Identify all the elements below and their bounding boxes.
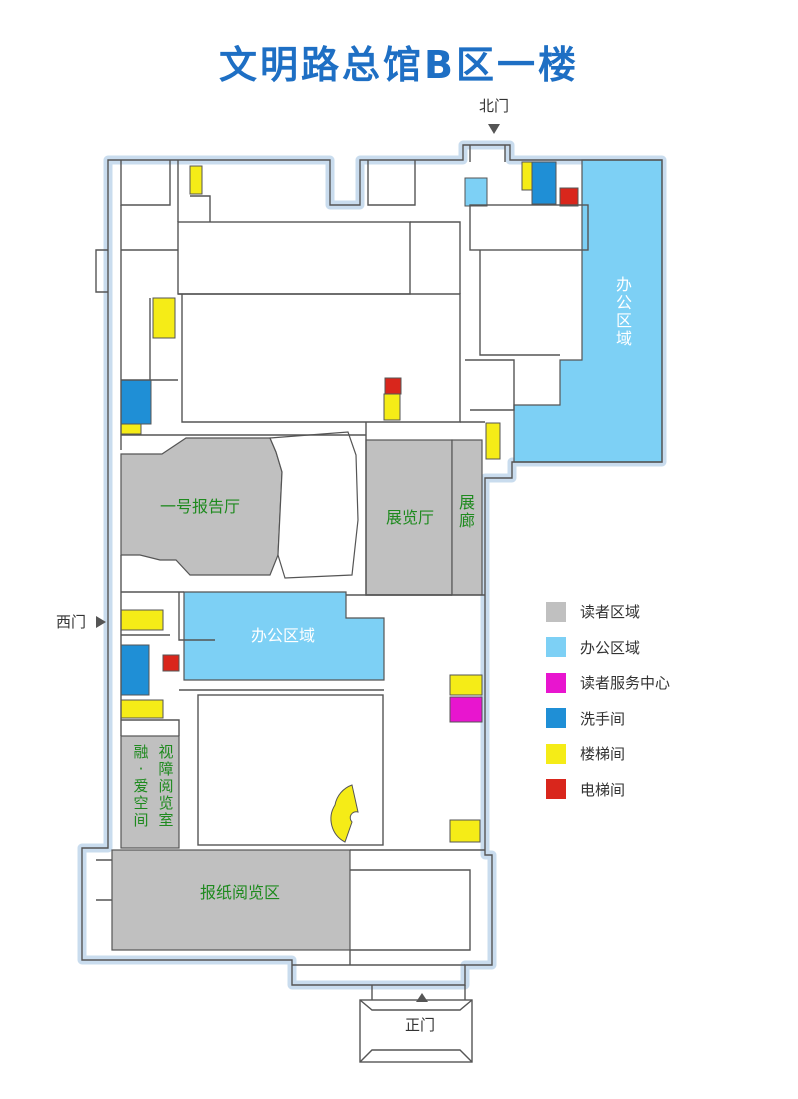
auditorium-area (120, 437, 283, 576)
reading-room-area (120, 735, 180, 849)
restroom-left-lower (120, 644, 150, 696)
gallery-area (451, 439, 483, 596)
west-entrance-arrow (96, 616, 106, 628)
newspaper-area (111, 849, 351, 951)
spiral-stair (330, 784, 359, 843)
legend-swatch (546, 708, 566, 729)
stairs-3 (152, 297, 176, 339)
legend-swatch (546, 601, 566, 622)
exhibition-hall-label: 展览厅 (386, 508, 434, 527)
stairs-6 (120, 609, 164, 631)
elevator-3 (162, 654, 180, 672)
restroom-left-upper (120, 379, 152, 425)
exhibition-hall-area (365, 439, 453, 596)
legend-item: 读者服务中心 (546, 665, 670, 701)
stairs-5 (485, 422, 501, 460)
legend-label: 办公区域 (580, 638, 641, 657)
legend-swatch (546, 743, 566, 764)
stairs-2 (521, 161, 533, 191)
legend-item: 办公区域 (546, 630, 670, 666)
legend-swatch (546, 637, 566, 658)
gallery-label: 展廊 (459, 493, 475, 530)
legend-label: 读者区域 (580, 603, 641, 622)
fusion-space-label: 融·爱空间 (133, 743, 148, 829)
legend-swatch (546, 779, 566, 800)
legend-item: 楼梯间 (546, 736, 670, 772)
visual-reading-room-label: 视障阅览室 (158, 743, 173, 829)
north-entrance-arrow (488, 124, 500, 134)
elevator-2 (384, 377, 402, 395)
room-fills (111, 159, 663, 951)
legend-label: 读者服务中心 (580, 674, 671, 693)
restroom-top-right (531, 161, 557, 205)
page-title: 文明路总馆B区一楼 (219, 43, 579, 87)
stairs-9 (449, 819, 481, 843)
restroom-top-right-2 (464, 177, 488, 207)
stairs-10 (120, 423, 142, 435)
legend-label: 洗手间 (580, 709, 626, 728)
auditorium-stage (269, 431, 359, 579)
stairs-7 (120, 699, 164, 719)
legend-item: 读者区域 (546, 594, 670, 630)
office-middle-label: 办公区域 (251, 626, 315, 645)
elevator-1 (559, 187, 579, 207)
north-entrance-label: 北门 (479, 97, 509, 115)
entrance-markers (96, 124, 500, 1002)
stairs-8 (449, 674, 483, 696)
legend-swatch (546, 672, 566, 693)
office-area-middle (183, 591, 385, 681)
legend-label: 楼梯间 (580, 745, 626, 764)
auditorium-label: 一号报告厅 (160, 497, 240, 516)
service-center (449, 696, 483, 723)
legend: 读者区域办公区域读者服务中心洗手间楼梯间电梯间 (546, 594, 670, 807)
newspaper-label: 报纸阅览区 (200, 883, 280, 902)
main-entrance-label: 正门 (405, 1016, 435, 1034)
legend-label: 电梯间 (580, 780, 626, 799)
legend-item: 电梯间 (546, 772, 670, 808)
stairs-4 (383, 393, 401, 421)
main-entrance-arrow (416, 993, 428, 1002)
office-right-label: 办公区域 (616, 275, 632, 348)
walls (81, 144, 663, 1063)
legend-item: 洗手间 (546, 701, 670, 737)
west-entrance-label: 西门 (56, 613, 86, 631)
stairs-1 (189, 165, 203, 195)
